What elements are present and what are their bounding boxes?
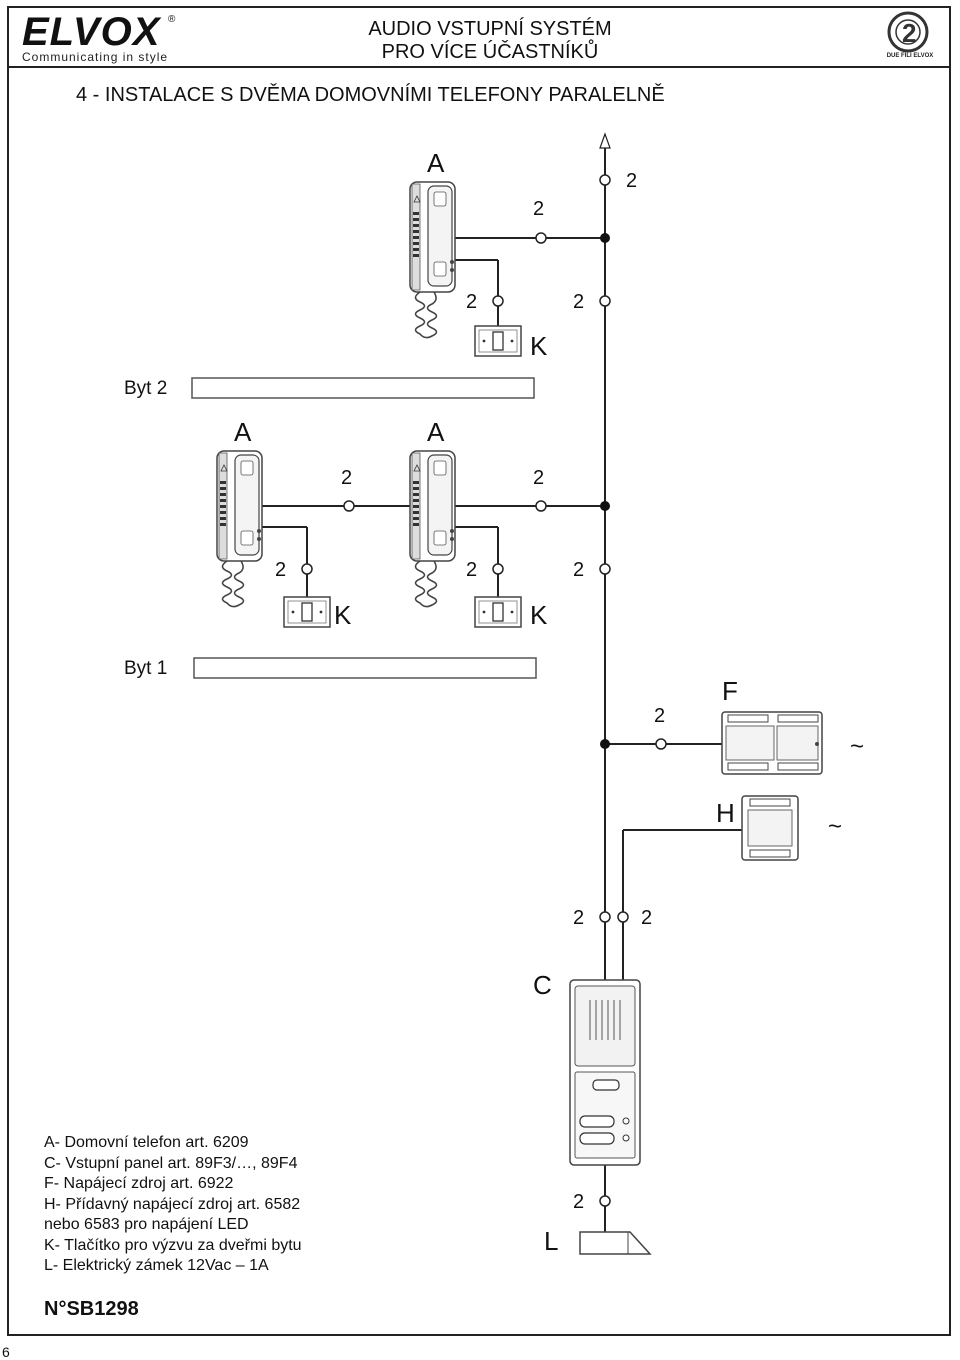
wire-count-label: 2 [533, 198, 544, 220]
label-door-lock: L [544, 1226, 558, 1256]
document-code: N°SB1298 [44, 1298, 139, 1320]
title-line-1: AUDIO VSTUPNÍ SYSTÉM [368, 18, 612, 40]
logo-tagline: Communicating in style [22, 50, 169, 64]
due-fili-badge-icon: 2 [887, 11, 929, 53]
wire-count-label: 2 [275, 559, 286, 581]
wire-count-label: 2 [466, 559, 477, 581]
legend-item: C- Vstupní panel art. 89F3/…, 89F4 [44, 1154, 298, 1172]
intercom-handset-icon [216, 450, 263, 608]
badge-caption: DUE FILI ELVOX [886, 53, 934, 59]
wire-count-label: 2 [641, 907, 652, 929]
label-handset: A [234, 417, 252, 447]
document-title: AUDIO VSTUPNÍ SYSTÉM PRO VÍCE ÚČASTNÍKŮ [330, 18, 650, 64]
label-call-button: K [530, 331, 548, 361]
wire-count-label: 2 [573, 1191, 584, 1213]
component-legend: A- Domovní telefon art. 6209 C- Vstupní … [44, 1133, 302, 1277]
legend-item: nebo 6583 pro napájení LED [44, 1216, 249, 1233]
intercom-handset-icon [409, 450, 456, 608]
floor-slab-upper [191, 377, 535, 399]
label-aux-supply: H [716, 798, 735, 828]
label-power-supply: F [722, 676, 738, 706]
wire-count-label: 2 [466, 291, 477, 313]
entrance-panel-icon [569, 979, 641, 1166]
wire-count-label: 2 [654, 705, 665, 727]
badge-mark: 2 [902, 18, 916, 48]
intercom-handset-icon [409, 181, 456, 339]
door-call-button-icon [474, 596, 522, 628]
wire-count-label: 2 [626, 170, 637, 192]
ac-symbol: ~ [850, 733, 864, 760]
floor-slab-lower [193, 657, 537, 679]
electric-lock-icon [579, 1231, 652, 1255]
door-call-button-icon [474, 325, 522, 357]
wire-count-label: 2 [341, 467, 352, 489]
page-number: 6 [2, 1344, 10, 1360]
label-entrance-panel: C [533, 970, 552, 1000]
power-supply-icon [721, 711, 823, 775]
wire-count-label: 2 [573, 559, 584, 581]
wire-count-label: 2 [533, 467, 544, 489]
label-call-button: K [530, 600, 548, 630]
legend-item: K- Tlačítko pro výzvu za dveřmi bytu [44, 1236, 302, 1254]
wire-count-label: 2 [573, 291, 584, 313]
aux-power-supply-icon [741, 795, 799, 861]
door-call-button-icon [283, 596, 331, 628]
page-frame [7, 6, 951, 1336]
title-line-2: PRO VÍCE ÚČASTNÍKŮ [381, 41, 599, 63]
label-handset: A [427, 148, 445, 178]
legend-item: A- Domovní telefon art. 6209 [44, 1134, 249, 1151]
logo-wordmark: ELVOX [22, 10, 161, 54]
elvox-logo: ELVOX ® Communicating in style [22, 10, 175, 64]
label-call-button: K [334, 600, 352, 630]
legend-item: H- Přídavný napájecí zdroj art. 6582 [44, 1195, 301, 1213]
floor-label-lower: Byt 1 [124, 658, 167, 679]
label-handset: A [427, 417, 445, 447]
wire-count-label: 2 [573, 907, 584, 929]
registered-mark: ® [168, 14, 176, 25]
legend-item: L- Elektrický zámek 12Vac – 1A [44, 1257, 269, 1274]
section-title: 4 - INSTALACE S DVĚMA DOMOVNÍMI TELEFONY… [76, 84, 665, 106]
header-rule [7, 66, 951, 68]
floor-label-upper: Byt 2 [124, 378, 167, 399]
ac-symbol: ~ [828, 813, 842, 840]
legend-item: F- Napájecí zdroj art. 6922 [44, 1175, 234, 1192]
